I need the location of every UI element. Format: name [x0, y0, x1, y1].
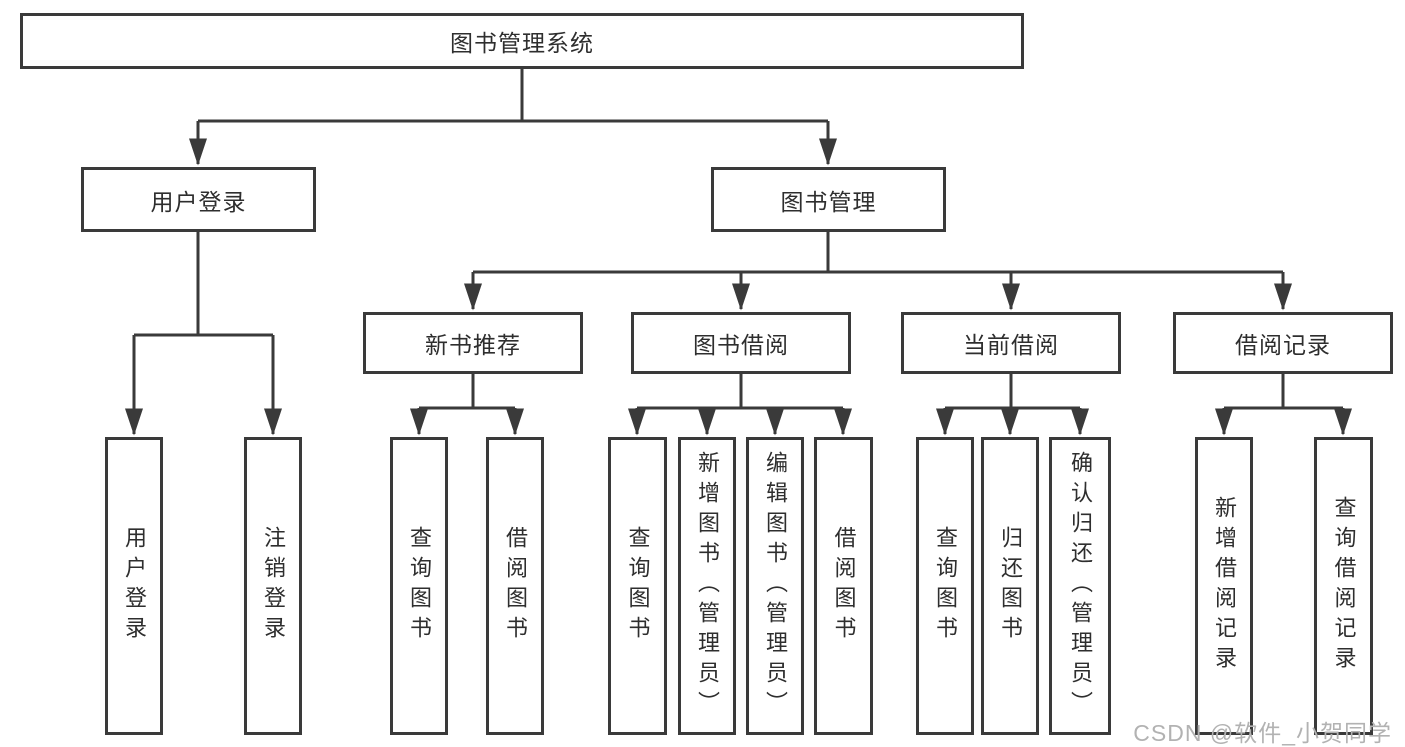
node-leaf-confirm-return-admin: 确认归还（管理员）: [1049, 437, 1111, 735]
node-label: 借阅图书: [831, 526, 857, 646]
node-borrow-records: 借阅记录: [1173, 312, 1393, 374]
node-label: 新书推荐: [425, 332, 521, 358]
node-book-borrow: 图书借阅: [631, 312, 851, 374]
node-label: 用户登录: [150, 188, 247, 215]
node-leaf-logout: 注销登录: [244, 437, 302, 735]
node-leaf-add-borrow-record: 新增借阅记录: [1195, 437, 1253, 735]
node-label: 借阅记录: [1235, 332, 1331, 358]
node-new-book-recommend: 新书推荐: [363, 312, 583, 374]
node-label: 图书管理: [780, 188, 877, 215]
node-leaf-edit-books-admin: 编辑图书（管理员）: [746, 437, 804, 735]
node-leaf-query-books-newb: 查询图书: [390, 437, 448, 735]
node-leaf-query-books-curr: 查询图书: [916, 437, 974, 735]
node-label: 用户登录: [122, 526, 147, 646]
node-leaf-borrow-books-bborr: 借阅图书: [814, 437, 873, 735]
node-leaf-borrow-books-newb: 借阅图书: [486, 437, 544, 735]
node-label: 新增图书（管理员）: [695, 451, 720, 721]
node-leaf-return-books: 归还图书: [981, 437, 1039, 735]
node-label: 确认归还（管理员）: [1068, 451, 1093, 721]
node-user-login: 用户登录: [81, 167, 316, 232]
node-label: 借阅图书: [503, 526, 528, 646]
node-label: 图书管理系统: [450, 30, 594, 56]
node-leaf-user-login: 用户登录: [105, 437, 163, 735]
csdn-watermark: CSDN @软件_小贺同学: [1133, 720, 1392, 746]
node-label: 查询图书: [625, 526, 651, 646]
node-current-borrow: 当前借阅: [901, 312, 1121, 374]
node-leaf-add-books-admin: 新增图书（管理员）: [678, 437, 736, 735]
node-library-system: 图书管理系统: [20, 13, 1024, 69]
node-book-management: 图书管理: [711, 167, 946, 232]
node-label: 新增借阅记录: [1212, 496, 1237, 676]
node-leaf-query-books-bborr: 查询图书: [608, 437, 667, 735]
node-leaf-query-borrow-record: 查询借阅记录: [1314, 437, 1373, 735]
node-label: 编辑图书（管理员）: [763, 451, 788, 721]
node-label: 归还图书: [998, 526, 1023, 646]
node-label: 注销登录: [261, 526, 286, 646]
node-label: 当前借阅: [963, 332, 1059, 358]
node-label: 查询图书: [933, 526, 958, 646]
node-label: 查询借阅记录: [1331, 496, 1357, 676]
node-label: 查询图书: [407, 526, 432, 646]
node-label: 图书借阅: [693, 332, 789, 358]
